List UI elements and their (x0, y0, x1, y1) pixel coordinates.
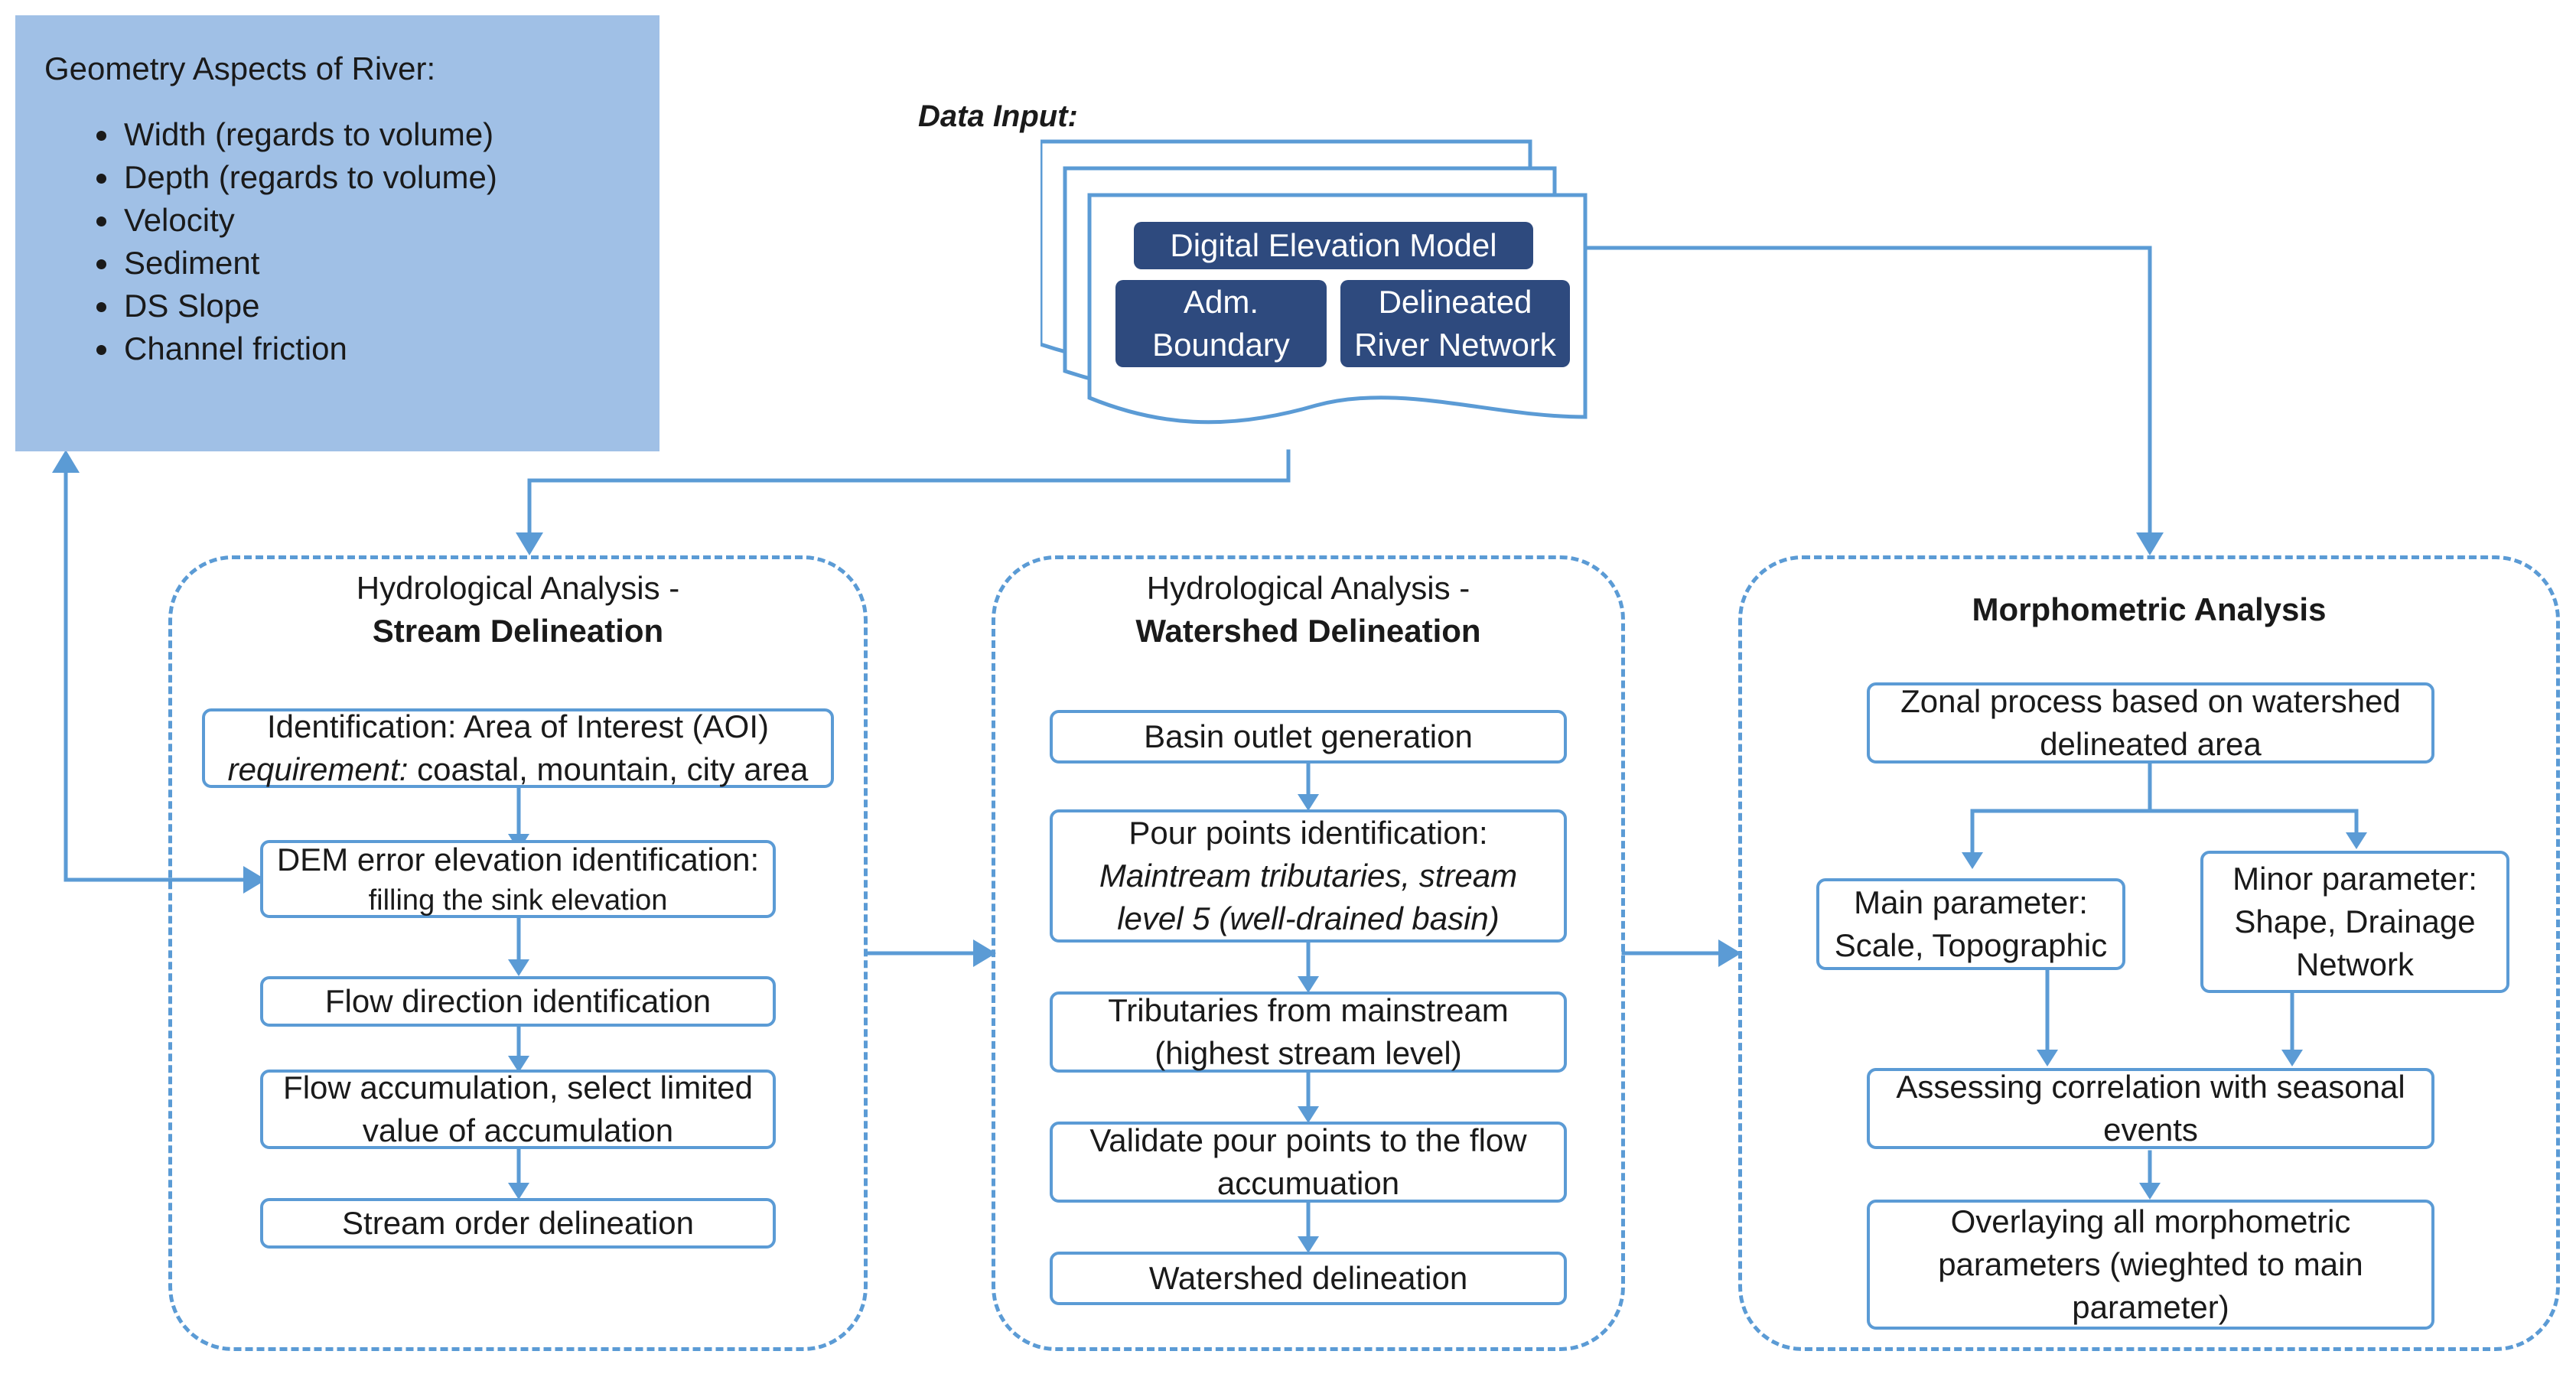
stream-order-label: Stream order delineation (342, 1205, 694, 1241)
stream-section-header: Hydrological Analysis - Stream Delineati… (172, 567, 864, 653)
river-label-line2: River Network (1354, 327, 1556, 363)
arrowhead-trib-validate (1298, 1106, 1319, 1123)
flow-acc-line1: Flow accumulation, select limited (283, 1070, 753, 1105)
stream-head-line1: Hydrological Analysis - (356, 570, 680, 606)
flow-direction-box: Flow direction identification (260, 976, 776, 1027)
arrowhead-flowdir-flowacc (508, 1056, 529, 1073)
pour-line2: Maintream tributaries, stream (1099, 858, 1518, 894)
arrowhead-assess-overlay (2139, 1183, 2161, 1200)
stream-delineation-section: Hydrological Analysis - Stream Delineati… (168, 555, 868, 1351)
validate-line1: Validate pour points to the flow (1089, 1122, 1527, 1158)
tributaries-box: Tributaries from mainstream (highest str… (1050, 991, 1567, 1073)
arrowhead-zonal-main (1962, 852, 1983, 869)
arrow-data-to-stream (526, 449, 1291, 547)
arrowhead-geometry (52, 450, 80, 473)
geometry-item: Sediment (121, 242, 659, 285)
aoi-requirement-label: requirement: (227, 751, 409, 787)
watershed-head-line1: Hydrological Analysis - (1146, 570, 1470, 606)
zonal-line2: delineated area (2040, 726, 2262, 762)
dem-box: Digital Elevation Model (1134, 222, 1533, 269)
minor-param-line2: Shape, Drainage (2234, 904, 2476, 939)
validate-pour-points-box: Validate pour points to the flow accumua… (1050, 1122, 1567, 1203)
adm-label-line1: Adm. (1183, 284, 1259, 320)
morpho-section-header: Morphometric Analysis (1742, 588, 2556, 631)
flow-accumulation-box: Flow accumulation, select limited value … (260, 1070, 776, 1149)
arrowhead-minor-assess (2281, 1050, 2303, 1066)
minor-parameter-box: Minor parameter: Shape, Drainage Network (2200, 851, 2509, 993)
dem-error-line2: filling the sink elevation (368, 884, 668, 917)
overlay-line3: parameter) (2072, 1289, 2229, 1325)
arrowhead-zonal-minor (2346, 832, 2367, 849)
assess-line1: Assessing correlation with seasonal (1896, 1069, 2405, 1105)
watershed-final-label: Watershed delineation (1148, 1260, 1468, 1296)
trib-line2: (highest stream level) (1154, 1035, 1462, 1071)
dem-error-line1: DEM error elevation identification: (276, 842, 760, 877)
aoi-line2: requirement: coastal, mountain, city are… (228, 748, 809, 791)
watershed-head-line2: Watershed Delineation (1135, 613, 1481, 649)
geometry-list: Width (regards to volume) Depth (regards… (44, 113, 659, 370)
dem-label: Digital Elevation Model (1170, 227, 1497, 263)
trib-line1: Tributaries from mainstream (1108, 992, 1509, 1028)
arrowhead-outlet-pour (1298, 794, 1319, 811)
main-param-line1: Main parameter: (1854, 884, 2088, 920)
validate-line2: accumuation (1216, 1165, 1400, 1201)
assess-line2: events (2103, 1112, 2198, 1148)
aoi-identification-box: Identification: Area of Interest (AOI) r… (202, 708, 834, 788)
zonal-line1: Zonal process based on watershed (1900, 683, 2401, 719)
geometry-item: DS Slope (121, 285, 659, 327)
geometry-aspects-panel: Geometry Aspects of River: Width (regard… (15, 15, 659, 451)
data-input-title: Data Input: (918, 99, 1078, 133)
minor-param-line3: Network (2295, 946, 2415, 982)
overlay-line2: parameters (wieghted to main (1938, 1246, 2363, 1282)
basin-outlet-label: Basin outlet generation (1144, 718, 1473, 754)
watershed-final-box: Watershed delineation (1050, 1252, 1567, 1305)
geometry-item: Depth (regards to volume) (121, 156, 659, 199)
arrowhead-pour-trib (1298, 976, 1319, 993)
flow-direction-label: Flow direction identification (324, 983, 712, 1019)
basin-outlet-box: Basin outlet generation (1050, 710, 1567, 764)
flow-acc-line2: value of accumulation (362, 1112, 674, 1148)
river-network-box: Delineated River Network (1340, 280, 1570, 367)
adm-label-line2: Boundary (1152, 327, 1290, 363)
arrowhead-main-assess (2037, 1050, 2058, 1066)
overlay-parameters-box: Overlaying all morphometric parameters (… (1867, 1200, 2434, 1330)
river-label-line1: Delineated (1378, 284, 1532, 320)
pour-points-box: Pour points identification: Maintream tr… (1050, 809, 1567, 943)
geometry-item: Velocity (121, 199, 659, 242)
overlay-line1: Overlaying all morphometric (1950, 1203, 2351, 1239)
stream-head-line2: Stream Delineation (372, 613, 664, 649)
stream-order-box: Stream order delineation (260, 1198, 776, 1249)
arrowhead-stream-top (516, 532, 543, 555)
watershed-section-header: Hydrological Analysis - Watershed Deline… (995, 567, 1621, 653)
geometry-item: Width (regards to volume) (121, 113, 659, 156)
pour-line1: Pour points identification: (1128, 815, 1488, 851)
arrowhead-dem-left (243, 866, 266, 894)
morpho-head: Morphometric Analysis (1972, 591, 2327, 627)
main-parameter-box: Main parameter: Scale, Topographic (1816, 878, 2125, 970)
arrow-zonal-split (1970, 760, 2359, 862)
arrow-data-to-morpho (1583, 246, 2152, 547)
arrowhead-watershed-morpho (1718, 939, 1741, 967)
geometry-item: Channel friction (121, 327, 659, 370)
morphometric-section: Morphometric Analysis (1738, 555, 2560, 1351)
arrowhead-dem-flowdir (508, 959, 529, 976)
assess-correlation-box: Assessing correlation with seasonal even… (1867, 1068, 2434, 1149)
adm-boundary-box: Adm. Boundary (1115, 280, 1327, 367)
main-param-line2: Scale, Topographic (1834, 927, 2108, 963)
zonal-process-box: Zonal process based on watershed delinea… (1867, 682, 2434, 764)
aoi-line1: Identification: Area of Interest (AOI) (267, 708, 769, 744)
pour-line3: level 5 (well-drained basin) (1117, 900, 1500, 936)
dem-error-box: DEM error elevation identification: fill… (260, 840, 776, 918)
aoi-requirement-text: coastal, mountain, city area (408, 751, 809, 787)
watershed-delineation-section: Hydrological Analysis - Watershed Deline… (992, 555, 1625, 1351)
arrowhead-stream-watershed (973, 939, 996, 967)
arrowhead-validate-final (1298, 1236, 1319, 1253)
geometry-title: Geometry Aspects of River: (44, 50, 436, 86)
minor-param-line1: Minor parameter: (2232, 861, 2477, 897)
arrowhead-morpho-top (2136, 532, 2164, 555)
arrowhead-flowacc-order (508, 1183, 529, 1200)
